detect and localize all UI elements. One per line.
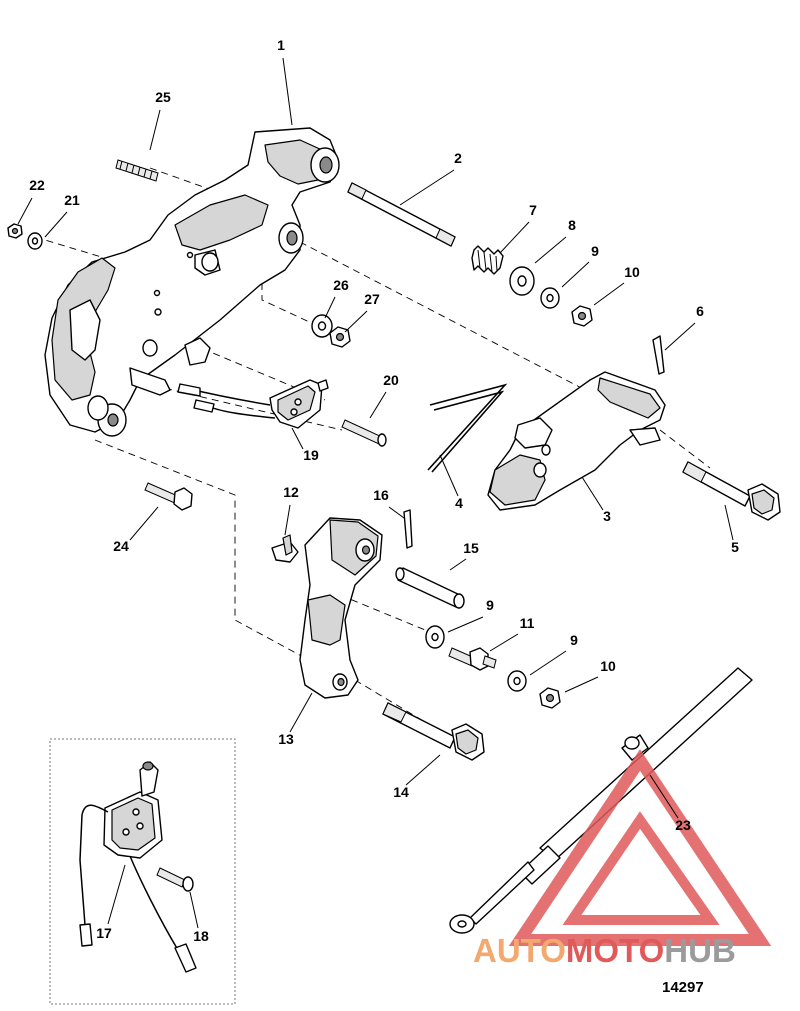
nut-part-10-lower [539,687,561,709]
drawing-number: 14297 [662,979,704,996]
callout-c11: 11 [520,615,535,631]
callout-c10b: 10 [600,658,616,674]
leader-line-c9a [561,261,590,288]
callout-c6: 6 [696,303,704,319]
leader-line-c8 [534,236,567,264]
leader-line-c1 [282,57,293,126]
leader-line-c25 [149,109,161,151]
leader-line-c18 [189,891,199,929]
callout-c1: 1 [277,37,285,53]
callout-c16: 16 [373,487,389,503]
leader-line-c5 [724,504,734,541]
leader-line-c2 [399,169,455,206]
leader-line-c21 [44,211,68,238]
stud-part-25 [115,159,159,182]
bolt-part-14 [382,702,485,761]
cotter-pin-part-16 [403,509,413,549]
leader-line-c12 [284,504,291,536]
leader-line-c13 [289,692,313,733]
callout-c25: 25 [155,89,171,105]
callout-c21: 21 [64,192,80,208]
callout-c9c: 9 [570,632,578,648]
watermark-word-hub: HUB [664,932,736,969]
leader-line-c20 [369,391,387,419]
washer-part-21 [27,232,43,250]
callout-c24: 24 [113,538,129,554]
screw-part-20 [341,419,387,447]
leader-line-c3 [581,476,604,511]
leader-line-c6 [664,322,696,351]
leader-line-c11 [489,633,519,652]
pin-part-2 [347,182,456,247]
nut-part-10-upper [571,305,593,327]
leader-line-c9b [447,616,484,633]
nut-part-22 [7,223,23,239]
leader-line-c26 [324,296,336,319]
pin-part-15 [395,567,465,609]
callout-c19: 19 [303,447,319,463]
callout-c27: 27 [364,291,380,307]
bracket-arm-part-3 [487,371,666,511]
watermark-text: AUTOMOTOHUB [473,932,736,969]
callout-c12: 12 [283,484,299,500]
watermark-word-moto: MOTO [566,932,664,969]
watermark-triangle-outer [508,749,772,946]
callout-c13: 13 [278,731,294,747]
leader-line-c27 [344,310,368,333]
leader-line-c4 [439,454,459,497]
lever-part-13 [299,517,383,699]
watermark-logo [508,749,772,946]
leader-line-c22 [17,197,33,225]
callout-c23: 23 [675,817,691,833]
bolt-part-5 [682,461,781,521]
washer-part-8 [509,266,535,296]
callout-c5: 5 [731,539,739,555]
washer-part-9-middle [425,625,445,649]
leader-line-c16 [388,506,405,519]
leader-line-c7 [499,221,530,254]
inset-detail-box [49,738,236,1005]
leader-line-c19 [291,427,304,450]
callout-c3: 3 [603,508,611,524]
callout-c14: 14 [393,784,409,800]
part-12 [271,534,299,563]
spring-part-7 [471,245,504,275]
callout-c8: 8 [568,217,576,233]
leader-line-c9c [529,650,567,676]
leader-line-c15 [449,558,467,571]
screw-part-24 [144,482,193,511]
leader-line-c10b [564,676,599,693]
switch-part-19 [177,379,329,429]
washer-part-9-upper [540,287,560,309]
callout-c20: 20 [383,372,399,388]
callout-c15: 15 [463,540,479,556]
callout-c9a: 9 [591,243,599,259]
stud-part-11 [448,647,497,671]
main-bracket-part-1 [44,127,340,437]
callout-c22: 22 [29,177,45,193]
callout-c26: 26 [333,277,349,293]
callout-c9b: 9 [486,597,494,613]
callout-c17: 17 [96,925,112,941]
leader-line-c10a [593,282,625,306]
cotter-pin-part-6 [652,335,665,375]
washer-part-9-lower [507,670,527,692]
leader-line-c17 [107,864,126,925]
callout-c4: 4 [455,495,463,511]
leader-line-c14 [405,754,441,786]
callout-c2: 2 [454,150,462,166]
callout-c10a: 10 [624,264,640,280]
watermark-word-auto: AUTO [473,932,566,969]
callout-c18: 18 [193,928,209,944]
wire-spring-part-4 [427,383,508,473]
leader-line-c23 [649,774,679,819]
gas-strut-part-23 [449,667,753,934]
leader-line-c24 [129,506,159,541]
callout-c7: 7 [529,202,537,218]
washer-part-26 [311,314,333,338]
watermark-triangle-inner [562,811,720,925]
